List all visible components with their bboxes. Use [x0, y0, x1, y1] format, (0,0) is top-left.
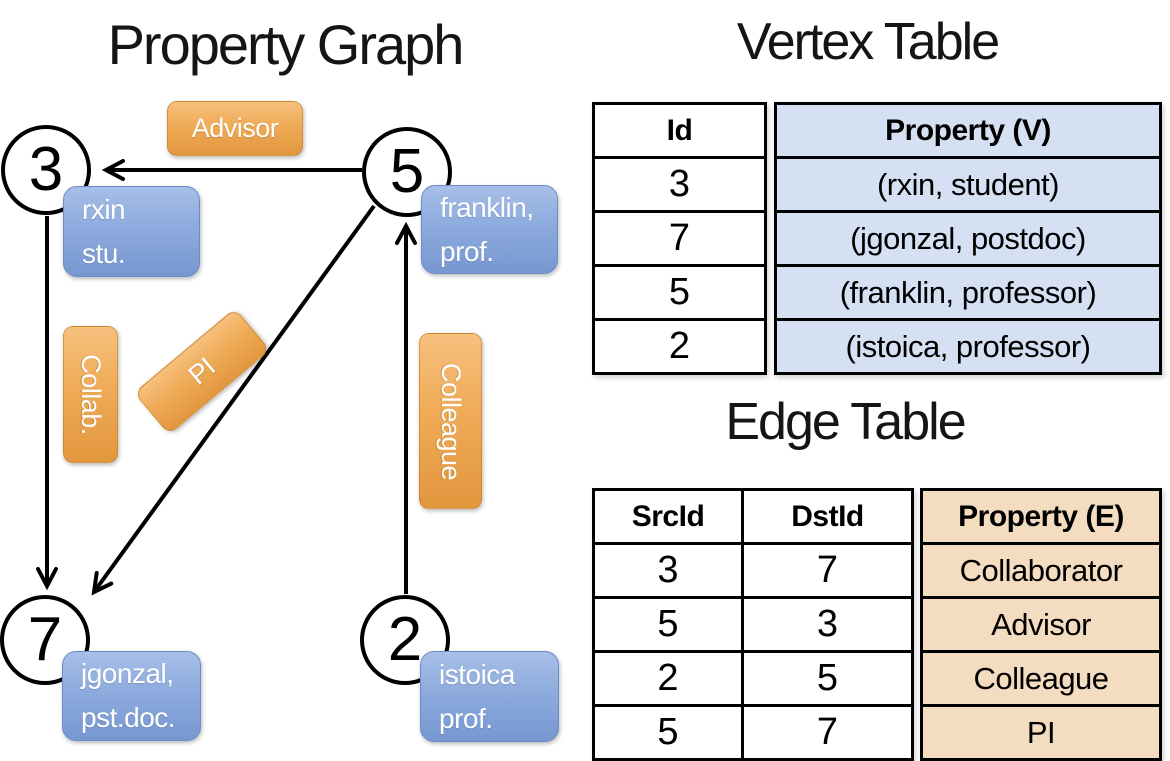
table-cell: (rxin, student) [777, 156, 1159, 210]
vertex-box-line: prof. [440, 235, 494, 267]
table-cell: 7 [741, 545, 911, 596]
edge-table-header-srcid: SrcId [631, 499, 705, 533]
table-cell: Colleague [923, 650, 1159, 704]
vertex-box-line: franklin, [440, 191, 534, 223]
node-7-id: 7 [27, 605, 63, 674]
vertex-box-line: prof. [439, 702, 493, 734]
table-cell: 2 [657, 657, 679, 699]
table-cell: (franklin, professor) [777, 264, 1159, 318]
table-cell: 3 [741, 599, 911, 650]
edge-label-advisor: Advisor [167, 101, 303, 156]
vertex-property-box-jgonzal: jgonzal, pst.doc. [62, 651, 201, 741]
vertex-property-box-franklin: franklin, prof. [421, 185, 558, 274]
node-3-id: 3 [28, 135, 64, 204]
table-cell: 7 [741, 707, 911, 758]
edge-table-header-dstid: DstId [741, 491, 911, 542]
table-cell: Advisor [923, 596, 1159, 650]
table-cell: PI [923, 704, 1159, 758]
vertex-table-header-property: Property (V) [885, 113, 1051, 147]
table-cell: 2 [595, 318, 764, 372]
vertex-box-line: pst.doc. [81, 702, 176, 733]
table-cell: 7 [595, 210, 764, 264]
edge-label-colleague: Colleague [419, 333, 482, 509]
node-2-id: 2 [387, 605, 423, 674]
edge-label-colleague-text: Colleague [436, 362, 466, 480]
edge-arrow-5-to-7 [91, 204, 376, 596]
table-cell: (istoica, professor) [777, 318, 1159, 372]
vertex-box-line: istoica [439, 658, 515, 690]
property-graph-title: Property Graph [107, 13, 465, 76]
table-cell: 5 [741, 653, 911, 704]
vertex-table-title: Vertex Table [736, 13, 1000, 71]
vertex-property-box-istoica: istoica prof. [420, 651, 559, 742]
table-cell: 5 [657, 603, 679, 645]
vertex-table: Id 3 7 5 2 Property (V) (rxin, student) … [592, 102, 1162, 375]
edge-table-property-column: Property (E) Collaborator Advisor Collea… [920, 488, 1162, 761]
vertex-property-box-rxin: rxin stu. [63, 186, 200, 277]
vertex-box-line: rxin [82, 193, 126, 225]
vertex-table-header-id: Id [666, 113, 693, 147]
graph-node-2: 2 [360, 595, 450, 685]
edge-table: SrcId DstId 3 7 5 3 2 5 5 7 Property (E)… [592, 488, 1162, 761]
vertex-table-id-column: Id 3 7 5 2 [592, 102, 767, 375]
table-cell: 5 [595, 264, 764, 318]
graph-node-5: 5 [362, 127, 452, 217]
graph-edges-canvas [36, 159, 417, 596]
table-cell: 5 [657, 711, 679, 753]
vertex-box-line: stu. [82, 237, 126, 269]
table-cell: Collaborator [923, 542, 1159, 596]
table-cell: 3 [657, 549, 679, 591]
vertex-table-property-column: Property (V) (rxin, student) (jgonzal, p… [774, 102, 1162, 375]
node-5-id: 5 [389, 137, 425, 206]
property-graph-pane: Property Graph 3 5 7 2 Advisor Collab. P… [0, 0, 585, 760]
edge-label-collaborator: Collab. [63, 326, 118, 463]
edge-label-advisor-text: Advisor [191, 113, 279, 143]
edge-table-title: Edge Table [725, 393, 966, 451]
edge-label-pi-text: PI [182, 351, 221, 391]
edge-table-ids-columns: SrcId DstId 3 7 5 3 2 5 5 7 [592, 488, 914, 761]
table-cell: 3 [595, 156, 764, 210]
table-cell: (jgonzal, postdoc) [777, 210, 1159, 264]
edge-table-header-property: Property (E) [958, 499, 1124, 533]
vertex-box-line: jgonzal, [81, 658, 174, 689]
edge-label-collab-text: Collab. [76, 354, 107, 435]
